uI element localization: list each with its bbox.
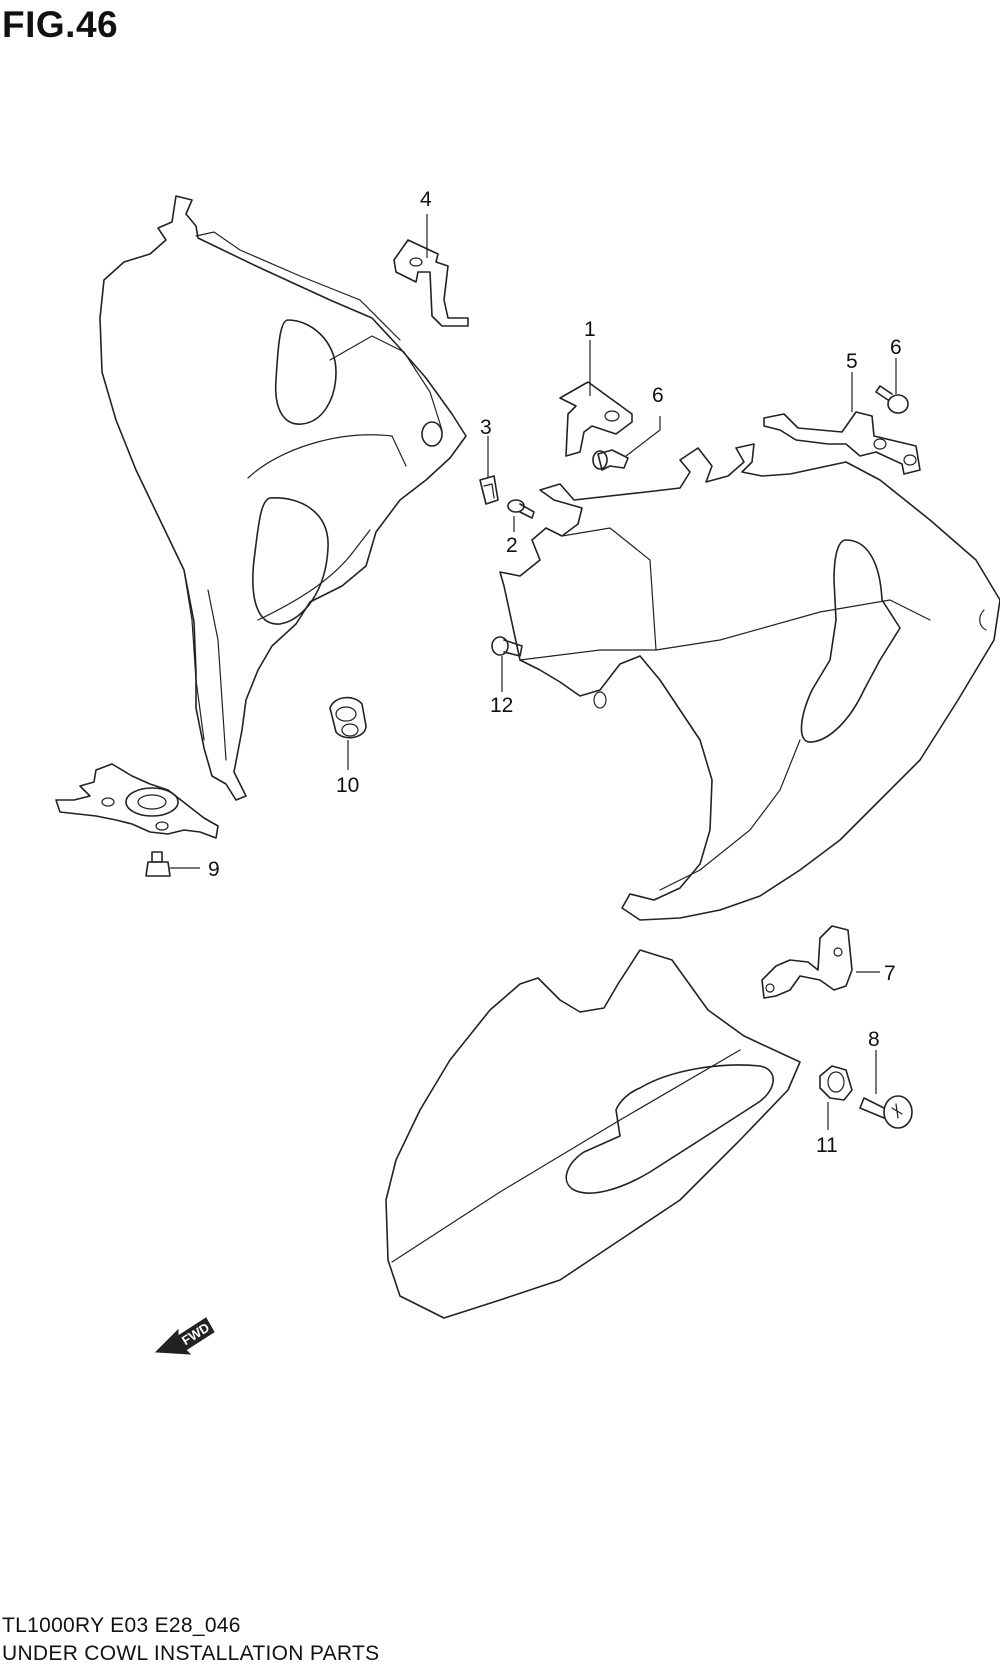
screw-part-8[interactable] xyxy=(859,1095,913,1129)
callout-8: 8 xyxy=(868,1028,880,1051)
callout-3: 3 xyxy=(480,416,492,439)
bracket-part-7[interactable] xyxy=(761,925,853,999)
grommet-part-10[interactable] xyxy=(329,696,367,739)
callout-4: 4 xyxy=(420,188,432,211)
callout-7: 7 xyxy=(884,962,896,985)
leader-lines xyxy=(170,214,897,1130)
callout-1: 1 xyxy=(584,318,596,341)
model-code: TL1000RY E03 E28_046 xyxy=(2,1614,241,1637)
callout-5: 5 xyxy=(846,350,858,373)
grommet-part-11[interactable] xyxy=(819,1065,853,1101)
fwd-arrow: FWD xyxy=(154,1317,215,1355)
bolt-part-9[interactable] xyxy=(145,851,171,877)
bolt-part-6-center[interactable] xyxy=(592,449,629,471)
bracket-part-4[interactable] xyxy=(393,239,469,327)
callout-6-center: 6 xyxy=(652,384,664,407)
right-under-cowl[interactable] xyxy=(499,443,1000,921)
left-under-cowl[interactable] xyxy=(99,195,467,801)
callout-9: 9 xyxy=(208,858,220,881)
callout-6-right: 6 xyxy=(890,336,902,359)
bracket-part-1[interactable] xyxy=(559,381,633,457)
callout-10: 10 xyxy=(336,774,359,797)
clip-part-3[interactable] xyxy=(479,475,499,505)
bracket-part-5[interactable] xyxy=(763,411,921,475)
lower-under-cowl[interactable] xyxy=(385,949,801,1319)
callout-12: 12 xyxy=(490,694,513,717)
bolt-part-12[interactable] xyxy=(491,636,523,657)
callout-11: 11 xyxy=(816,1134,838,1157)
screw-part-2[interactable] xyxy=(507,499,535,519)
figure-title: FIG.46 xyxy=(2,4,119,45)
callouts: 4 1 6 3 2 5 6 12 10 9 7 8 11 xyxy=(208,188,902,1157)
callout-2: 2 xyxy=(506,534,518,557)
bolt-part-6-right[interactable] xyxy=(875,385,909,414)
diagram-caption: UNDER COWL INSTALLATION PARTS xyxy=(2,1642,380,1665)
heat-shield-plate[interactable] xyxy=(55,763,219,839)
